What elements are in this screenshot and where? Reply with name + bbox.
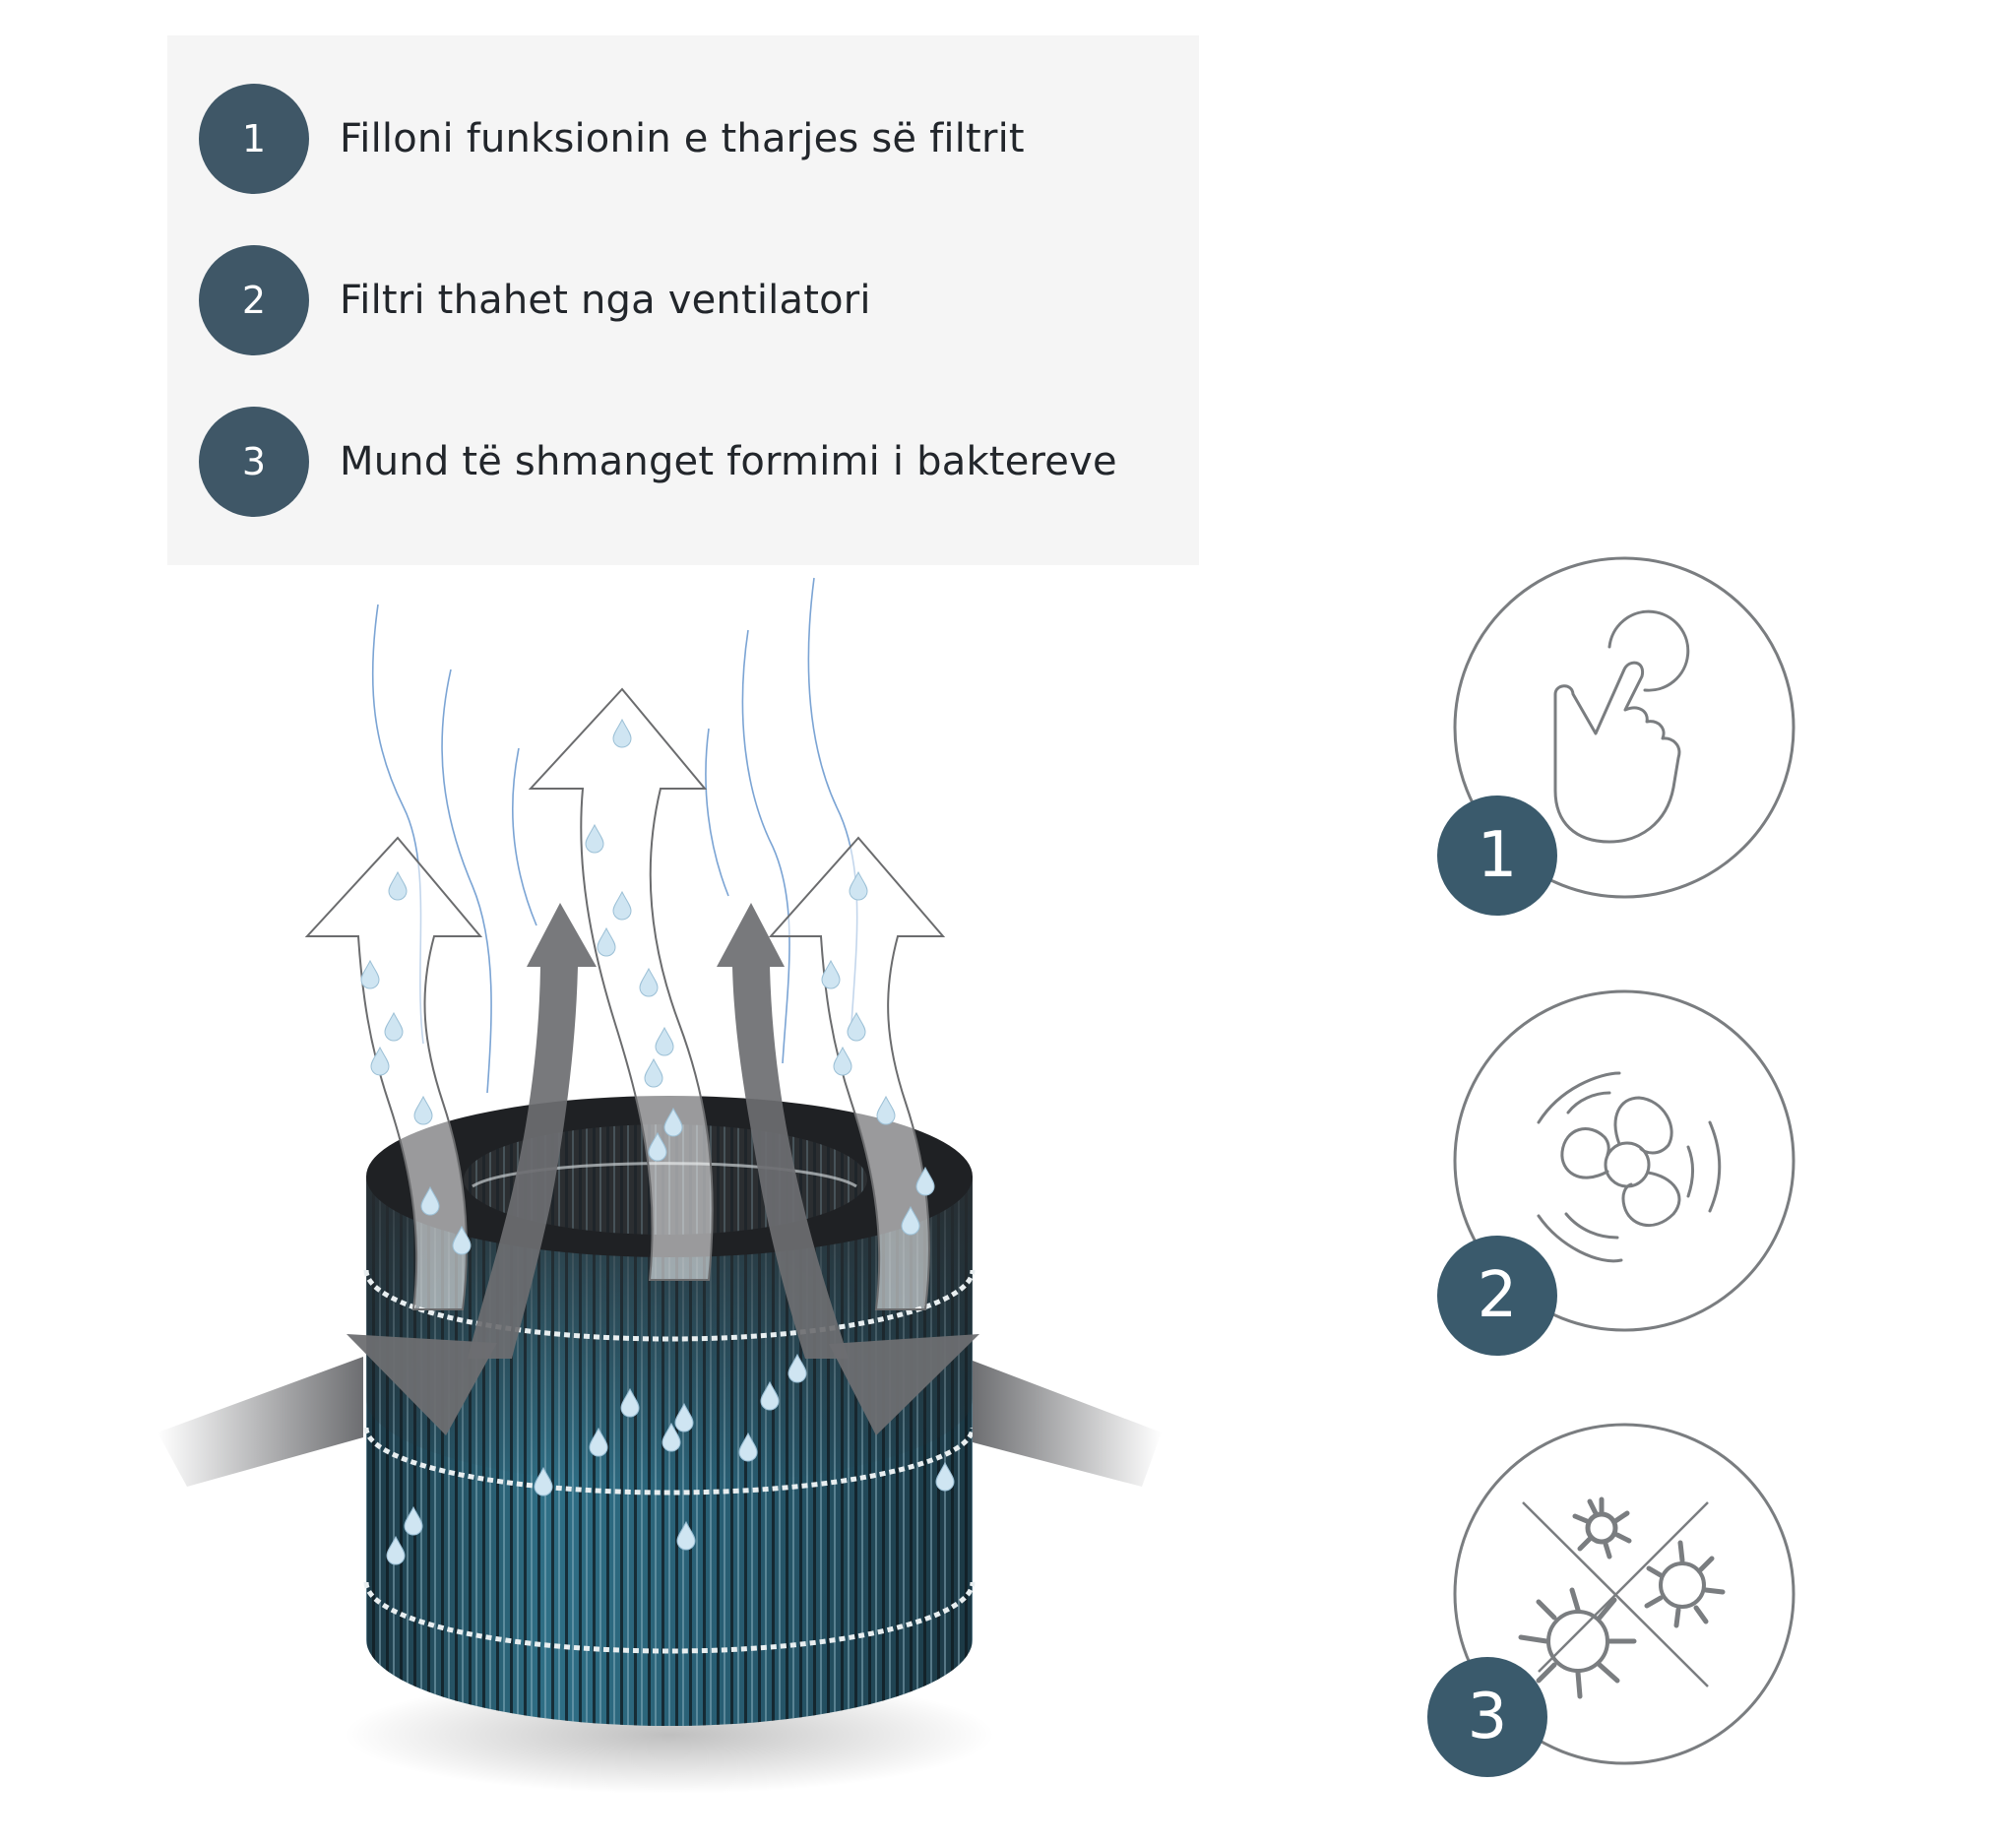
icon-step-2: 2	[1437, 989, 1798, 1356]
step-item-3: 3 Mund të shmanget formimi i baktereve	[199, 407, 1117, 517]
step-number-badge: 2	[199, 245, 309, 355]
air-wave-lines	[371, 577, 858, 1094]
step-item-2: 2 Filtri thahet nga ventilatori	[199, 245, 871, 355]
step-item-1: 1 Filloni funksionin e tharjes së filtri…	[199, 84, 1025, 194]
filter-cylinder	[363, 1096, 976, 1726]
water-droplets	[360, 719, 955, 1565]
step-text: Mund të shmanget formimi i baktereve	[340, 439, 1117, 484]
steps-panel: 1 Filloni funksionin e tharjes së filtri…	[167, 35, 1199, 565]
solid-up-arrows	[468, 903, 849, 1359]
icon-step-1: 1	[1437, 556, 1798, 916]
side-inflow-arrows	[158, 1334, 1162, 1487]
fan-icon	[1453, 989, 1796, 1332]
icon-number-badge: 3	[1427, 1657, 1547, 1777]
step-text: Filloni funksionin e tharjes së filtrit	[340, 116, 1025, 161]
step-number-badge: 1	[199, 84, 309, 194]
step-number-badge: 3	[199, 407, 309, 517]
no-bacteria-icon	[1453, 1423, 1796, 1765]
icon-step-3: 3	[1427, 1423, 1798, 1777]
hollow-up-arrows	[304, 687, 946, 1310]
icon-number-badge: 1	[1437, 796, 1557, 916]
step-text: Filtri thahet nga ventilatori	[340, 278, 871, 323]
icon-number-badge: 2	[1437, 1236, 1557, 1356]
